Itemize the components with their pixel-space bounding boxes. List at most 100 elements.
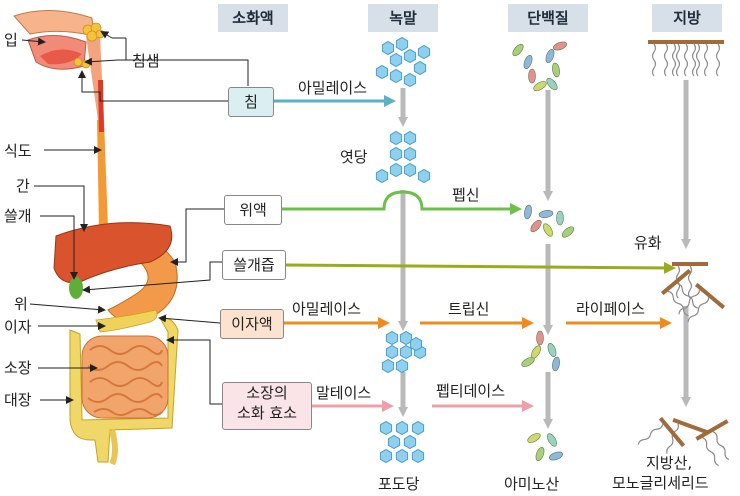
header-protein: 단백질 bbox=[508, 4, 588, 32]
amino-acid-chain-icon bbox=[521, 357, 535, 367]
triglyceride-icon bbox=[688, 40, 724, 77]
hexagon-molecule-icon bbox=[409, 336, 423, 352]
triglyceride-icon bbox=[666, 417, 708, 455]
hexagon-molecule-icon bbox=[403, 130, 417, 146]
label-large-intestine: 대장 bbox=[4, 391, 32, 409]
triglyceride-icon bbox=[695, 419, 730, 466]
leader-lines bbox=[21, 30, 249, 405]
header-starch: 녹말 bbox=[368, 4, 438, 32]
hexagon-molecule-icon bbox=[403, 434, 417, 450]
amino-acid-chain-icon bbox=[552, 356, 560, 372]
enzyme-pepsin: 펩신 bbox=[452, 186, 480, 204]
hexagon-molecule-icon bbox=[411, 420, 425, 436]
amino-acid-chain-icon bbox=[538, 210, 554, 218]
triglyceride-icon bbox=[637, 416, 686, 448]
product-fatty-acid: 지방산, bbox=[646, 454, 693, 472]
label-pancreas: 이자 bbox=[4, 318, 32, 336]
triglyceride-icon bbox=[668, 40, 704, 77]
hexagon-molecule-icon bbox=[379, 420, 393, 436]
juice-bile: 쓸개즙 bbox=[222, 250, 286, 280]
amino-acid-chain-icon bbox=[549, 451, 563, 461]
hexagon-molecule-icon bbox=[389, 146, 403, 162]
hexagon-molecule-icon bbox=[417, 44, 431, 60]
label-stomach: 위 bbox=[14, 295, 28, 313]
enzyme-trypsin: 트립신 bbox=[448, 300, 490, 318]
amino-acid-chain-icon bbox=[552, 62, 560, 78]
hexagon-molecule-icon bbox=[389, 68, 403, 84]
label-mouth: 입 bbox=[4, 31, 18, 49]
enzyme-maltase: 말테이스 bbox=[316, 384, 372, 402]
gastric-arrow bbox=[282, 190, 522, 215]
hexagon-molecule-icon bbox=[399, 344, 413, 360]
label-emulsify: 유화 bbox=[634, 234, 662, 252]
enzyme-lipase: 라이페이스 bbox=[576, 300, 646, 318]
enzyme-arrows bbox=[274, 95, 676, 412]
hexagon-molecule-icon bbox=[395, 358, 409, 374]
label-liver: 간 bbox=[16, 177, 30, 195]
hexagon-molecule-icon bbox=[381, 40, 395, 56]
enzyme-peptidase: 펩티데이스 bbox=[436, 382, 506, 400]
header-enzyme: 소화액 bbox=[218, 4, 288, 32]
juice-gastric: 위액 bbox=[224, 195, 282, 225]
amino-acid-chain-icon bbox=[547, 433, 557, 447]
enzyme-amylase-pancreas: 아밀레이스 bbox=[292, 300, 362, 318]
hexagon-molecule-icon bbox=[411, 448, 425, 464]
hexagon-molecule-icon bbox=[403, 146, 417, 162]
juice-saliva: 침 bbox=[228, 87, 274, 117]
hexagon-molecule-icon bbox=[399, 330, 413, 346]
digestive-system-icon bbox=[13, 9, 179, 466]
hexagon-molecule-icon bbox=[385, 330, 399, 346]
molecules bbox=[375, 36, 730, 466]
product-glucose: 포도당 bbox=[378, 475, 420, 493]
amino-acid-chain-icon bbox=[524, 204, 532, 220]
product-maltose: 엿당 bbox=[340, 148, 368, 166]
hexagon-molecule-icon bbox=[417, 168, 431, 184]
juice-intestinal: 소장의 소화 효소 bbox=[222, 382, 312, 430]
amino-acid-chain-icon bbox=[556, 210, 564, 226]
hexagon-molecule-icon bbox=[413, 60, 427, 76]
triglyceride-icon bbox=[678, 282, 726, 323]
hexagon-molecule-icon bbox=[395, 420, 409, 436]
amino-acid-chain-icon bbox=[553, 41, 567, 51]
hexagon-molecule-icon bbox=[379, 448, 393, 464]
hexagon-molecule-icon bbox=[389, 162, 403, 178]
hexagon-molecule-icon bbox=[395, 448, 409, 464]
hexagon-molecule-icon bbox=[389, 130, 403, 146]
gray-flow-arrows bbox=[398, 80, 691, 429]
hexagon-molecule-icon bbox=[403, 48, 417, 64]
amino-acid-chain-icon bbox=[543, 223, 553, 237]
bile-arrow bbox=[283, 261, 676, 274]
triglyceride-icon bbox=[660, 268, 699, 317]
amino-acid-chain-icon bbox=[546, 77, 558, 91]
triglyceride-icon bbox=[648, 40, 684, 77]
amino-acid-chain-icon bbox=[530, 219, 542, 233]
hexagon-molecule-icon bbox=[395, 36, 409, 52]
amino-acid-chain-icon bbox=[528, 68, 536, 84]
header-fat: 지방 bbox=[652, 4, 722, 32]
juice-pancreatic: 이자액 bbox=[220, 309, 284, 339]
label-gallbladder: 쓸개 bbox=[4, 207, 32, 225]
amino-acid-chain-icon bbox=[512, 43, 524, 57]
product-monoglyceride: 모노글리세리드 bbox=[612, 474, 709, 492]
amino-acid-chain-icon bbox=[527, 433, 541, 443]
hexagon-molecule-icon bbox=[385, 344, 399, 360]
hexagon-molecule-icon bbox=[375, 64, 389, 80]
hexagon-molecule-icon bbox=[387, 434, 401, 450]
amino-acid-chain-icon bbox=[533, 81, 547, 91]
juice-intestinal-line2: 소화 효소 bbox=[237, 404, 297, 422]
amino-acid-chain-icon bbox=[545, 49, 555, 63]
enzyme-amylase-saliva: 아밀레이스 bbox=[298, 79, 368, 97]
hexagon-molecule-icon bbox=[375, 168, 389, 184]
label-esophagus: 식도 bbox=[4, 142, 32, 160]
hexagon-molecule-icon bbox=[381, 358, 395, 374]
hexagon-molecule-icon bbox=[389, 52, 403, 68]
amino-acid-chain-icon bbox=[523, 55, 533, 69]
amino-acid-chain-icon bbox=[561, 226, 575, 238]
hexagon-molecule-icon bbox=[403, 162, 417, 178]
label-small-intestine: 소장 bbox=[4, 359, 32, 377]
product-amino-acid: 아미노산 bbox=[504, 475, 560, 493]
hexagon-molecule-icon bbox=[403, 72, 417, 88]
label-salivary-gland: 침샘 bbox=[132, 52, 160, 70]
